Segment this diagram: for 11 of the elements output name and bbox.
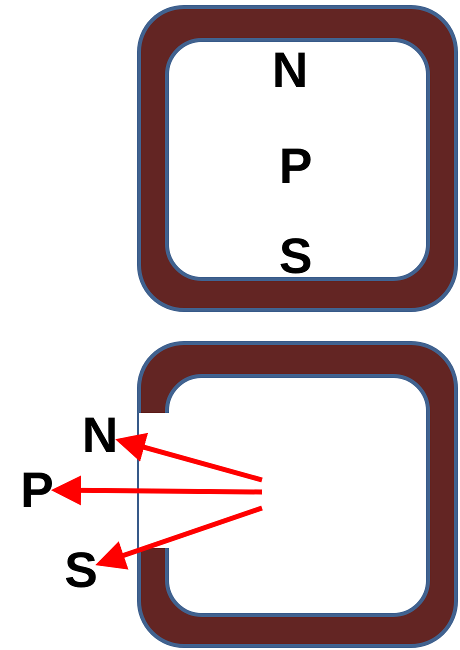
letter-label: S — [279, 231, 312, 281]
letter-label: S — [62, 545, 100, 595]
arrow — [51, 475, 262, 506]
letter-label: N — [80, 410, 120, 460]
letter-label: P — [18, 465, 56, 515]
arrow — [115, 432, 263, 482]
arrow — [95, 506, 263, 570]
rounded-frame — [137, 341, 458, 648]
letter-label: P — [279, 141, 312, 191]
rounded-frame — [137, 5, 458, 312]
letter-label: N — [272, 45, 308, 95]
